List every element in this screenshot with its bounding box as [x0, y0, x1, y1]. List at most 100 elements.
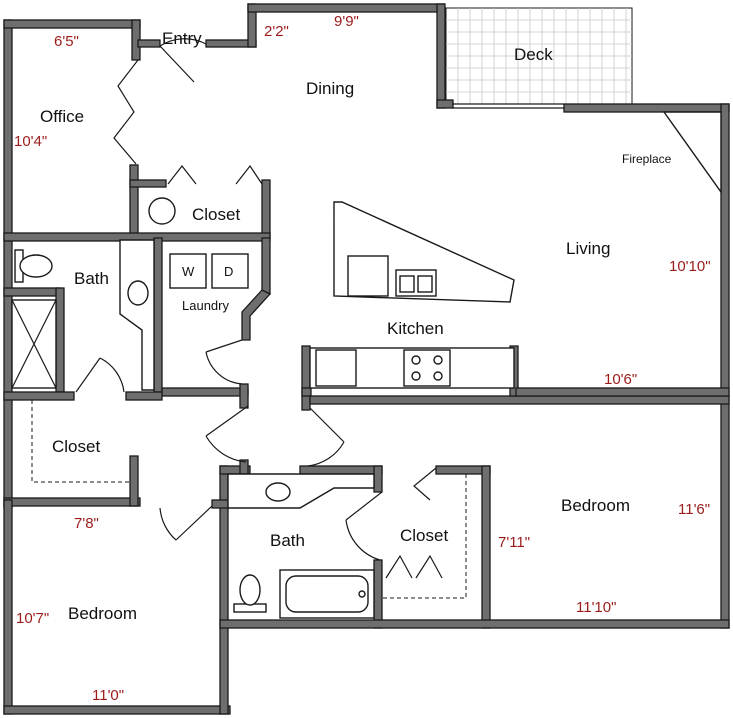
closet-left-shelf — [31, 400, 130, 483]
wall-closet-right — [261, 179, 271, 239]
label-dryer: D — [224, 264, 233, 279]
wall-bath-bottom-top-b — [299, 465, 383, 475]
wall-office-right-low — [129, 164, 139, 241]
dim-closet-center-depth: 7'11" — [498, 534, 530, 551]
sink-bottom-bath — [265, 482, 291, 502]
wall-bedroom-top — [309, 395, 730, 405]
label-office: Office — [40, 107, 84, 126]
label-closet-center: Closet — [400, 526, 448, 545]
dishwasher — [347, 255, 389, 297]
wall-laundry-door-stub — [239, 383, 249, 409]
fireplace-shape — [662, 111, 722, 195]
dim-office-depth: 10'4" — [14, 133, 47, 150]
label-laundry: Laundry — [182, 298, 229, 313]
dim-dining-width: 9'9" — [334, 13, 359, 30]
door-office-bifold — [113, 59, 139, 165]
door-closet-bifold-a — [167, 165, 197, 185]
label-dining: Dining — [306, 79, 354, 98]
wall-laundry-angle — [241, 289, 272, 341]
door-entry — [159, 38, 207, 83]
room-labels: Entry Dining Deck Office Closet Fireplac… — [40, 29, 672, 623]
door-closet-bifold-b — [235, 164, 263, 185]
wall-shower-top — [3, 287, 61, 297]
wall-left-lower — [3, 499, 13, 715]
wall-bath-right — [153, 237, 163, 393]
dim-bedroom-left-width: 11'0" — [92, 687, 124, 704]
wall-closet-center-right — [481, 465, 491, 629]
vanity-top — [119, 239, 155, 391]
sink-top-bath — [127, 280, 149, 306]
label-washer: W — [182, 264, 195, 279]
wall-bedroom-door-stub — [211, 499, 229, 509]
wall-deck-left — [436, 3, 446, 109]
wall-closet-left-top-a — [3, 391, 75, 401]
wall-closet-top-left — [129, 179, 167, 188]
dim-entry-width: 2'2" — [264, 23, 289, 40]
shower — [11, 299, 57, 389]
label-living: Living — [566, 239, 610, 258]
label-deck: Deck — [514, 45, 553, 64]
label-bath-top: Bath — [74, 269, 109, 288]
wall-living-bottom — [515, 387, 730, 397]
doors — [75, 38, 564, 579]
wall-dining-top — [247, 3, 445, 13]
door-hall — [205, 405, 249, 463]
door-bedroom-right — [307, 407, 345, 467]
wall-shower-right — [55, 287, 65, 393]
wall-closet-left-top-b — [125, 391, 163, 401]
dim-bedroom-right-depth: 11'6" — [678, 501, 710, 518]
toilet-bottom — [233, 574, 267, 613]
wall-entry-left — [137, 39, 161, 48]
deck-slider — [452, 103, 564, 109]
wall-hall-right-cap — [301, 387, 312, 397]
label-closet-office: Closet — [192, 205, 240, 224]
wall-living-top — [563, 103, 730, 113]
wall-office-top — [3, 19, 141, 29]
wall-deck-bottom-stub — [436, 99, 454, 109]
wall-bottom-left — [3, 705, 231, 715]
door-bedroom-left — [159, 505, 213, 541]
door-bath-top — [75, 357, 125, 393]
dimension-labels: 6'5" 10'4" 2'2" 9'9" 10'10" 10'6" 7'8" 1… — [14, 13, 711, 704]
label-bath-bottom: Bath — [270, 531, 305, 550]
dim-living-width: 10'6" — [604, 371, 637, 388]
door-closet-center — [413, 467, 437, 501]
wall-hall-right — [301, 345, 311, 411]
label-entry: Entry — [162, 29, 202, 48]
label-bedroom-left: Bedroom — [68, 604, 137, 623]
bathtub — [279, 569, 375, 619]
dim-bedroom-right-width: 11'10" — [576, 599, 616, 616]
deck-area — [445, 7, 633, 105]
dim-closet-left-width: 7'8" — [74, 515, 99, 532]
wall-right — [720, 103, 730, 629]
kitchen-sink — [395, 269, 437, 297]
label-fireplace: Fireplace — [622, 152, 672, 166]
walls — [3, 3, 730, 715]
fixtures — [11, 197, 515, 619]
wall-bath-bottom-right-low — [373, 559, 383, 629]
label-kitchen: Kitchen — [387, 319, 444, 338]
vanity-bottom — [227, 473, 375, 509]
washer — [169, 253, 207, 289]
fridge — [315, 349, 357, 387]
wall-closet-left-right — [129, 455, 139, 507]
toilet-top — [14, 249, 53, 283]
door-bath-bottom — [345, 491, 383, 561]
dryer — [211, 253, 249, 289]
wall-left-upper — [3, 19, 13, 509]
water-heater — [148, 197, 176, 225]
dim-living-depth: 10'10" — [669, 258, 711, 275]
label-bedroom-right: Bedroom — [561, 496, 630, 515]
door-laundry — [205, 339, 243, 385]
wall-laundry-right — [261, 237, 271, 295]
door-closet-center-bifold — [385, 554, 443, 579]
wall-bath-bottom-right-top — [373, 465, 383, 493]
dim-bedroom-left-depth: 10'7" — [16, 610, 49, 627]
label-closet-left: Closet — [52, 437, 100, 456]
wall-bottom-right — [219, 619, 730, 629]
wall-laundry-bottom — [161, 387, 249, 397]
stove — [403, 349, 451, 387]
dim-office-width: 6'5" — [54, 33, 79, 50]
wall-bedroom-left-top — [3, 497, 141, 507]
